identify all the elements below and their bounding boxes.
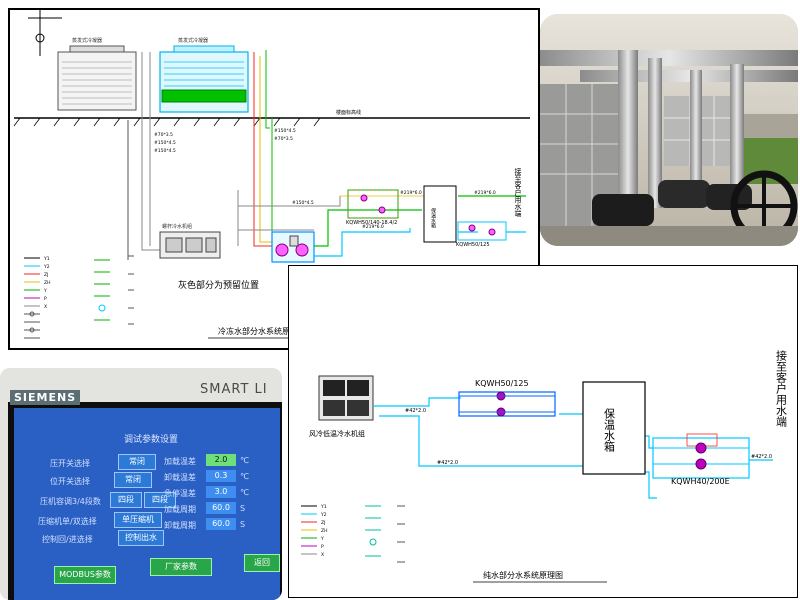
pump-group2-label: KQWH50/125 — [456, 242, 490, 248]
row-label: 压开关选择 — [50, 459, 90, 468]
pipe-label: #219*6.0 — [400, 190, 422, 196]
pump-group-upper: KQWH50/125 — [458, 379, 556, 417]
param-unit: S — [240, 520, 246, 529]
bottom-diagram-title: 纯水部分水系统原理图 — [483, 570, 563, 580]
pump-group1-label: KQWH50/140-18.4/2 — [346, 220, 397, 226]
pump-group2-label: KQWH40/200E — [671, 477, 730, 486]
param-value[interactable]: 60.0 — [206, 502, 236, 514]
param-unit: ℃ — [240, 456, 249, 465]
insulated-tank-pure: 保温水箱 — [582, 381, 646, 475]
hmi-model: SMART LI — [200, 382, 268, 397]
param-value[interactable]: 2.0 — [206, 454, 236, 466]
param-value[interactable]: 0.3 — [206, 470, 236, 482]
param-value[interactable]: 60.0 — [206, 518, 236, 530]
legend-item: Y — [43, 288, 47, 294]
legend-item: ZH — [44, 280, 50, 286]
pipe-label: #70*3.5 — [154, 132, 173, 138]
pure-water-schematic: 风冷低温冷水机组 KQWH50/125 保温水箱 KQWH40/200E 接至客… — [288, 265, 798, 598]
legend-item: P — [44, 296, 47, 302]
unit1-label: 蒸发式冷凝器 — [72, 37, 102, 44]
bottom-side-label: 接至客户用水端 — [775, 350, 788, 428]
evaporative-condenser-1: 蒸发式冷凝器 — [57, 37, 137, 111]
riser-pipes — [127, 50, 273, 260]
param-label: 卸载温差 — [164, 473, 196, 482]
main-chiller — [271, 231, 315, 263]
tank-label: 保温水箱 — [430, 207, 436, 229]
pipe-label: #150*4.5 — [154, 140, 176, 146]
param-label: 加载温差 — [164, 457, 196, 466]
legend-item: Y1 — [43, 256, 50, 262]
supply-pipes — [238, 195, 526, 257]
screen-title: 调试参数设置 — [124, 435, 179, 445]
legend-item: Y2 — [43, 264, 50, 270]
small-unit-label: 螺杆冷水机组 — [162, 223, 192, 230]
legend-item: P — [321, 544, 324, 550]
pump-room-photo — [540, 14, 798, 246]
hmi-screen: 调试参数设置 压开关选择 常闭 位开关选择 常闭 压机容调3/4段数 四段 四段… — [14, 408, 280, 600]
param-label: 加载周期 — [164, 505, 196, 514]
unit-label: 风冷低温冷水机组 — [309, 429, 365, 438]
top-diagram-title: 冷冻水部分水系统原理图 — [218, 326, 306, 336]
param-unit: ℃ — [240, 472, 249, 481]
pipe-label: #70*3.5 — [274, 136, 293, 142]
param-unit: S — [240, 504, 246, 513]
pipe-label: #150*4.5 — [274, 128, 296, 134]
row-button[interactable]: 常闭 — [118, 454, 156, 470]
crosshair-icon — [28, 10, 62, 56]
pipe-label: #42*2.0 — [437, 460, 458, 466]
hmi-panel-photo: SIEMENS SMART LI 调试参数设置 压开关选择 常闭 位开关选择 常… — [0, 368, 282, 600]
row-button[interactable]: 单压缩机 — [114, 512, 162, 528]
pump-group-2: KQWH50/125 — [456, 221, 507, 248]
pipe-label: #42*2.0 — [751, 454, 772, 460]
pipe-size-labels: #70*3.5 #150*4.5 #150*4.5 #150*4.5 #70*3… — [154, 128, 496, 230]
param-unit: ℃ — [240, 488, 249, 497]
legend-item: ZJ — [44, 272, 48, 278]
row-label: 压机容调3/4段数 — [40, 497, 101, 506]
siemens-logo: SIEMENS — [10, 390, 81, 405]
modbus-button[interactable]: MODBUS参数 — [54, 566, 116, 584]
legend: Y1 Y2 ZJ ZH Y P X — [24, 255, 134, 339]
air-cooled-chiller: 风冷低温冷水机组 — [309, 375, 374, 438]
screw-chiller-unit: 螺杆冷水机组 — [159, 223, 221, 259]
row-button[interactable]: 常闭 — [114, 472, 152, 488]
legend-item: X — [321, 552, 324, 558]
row-label: 控制回/进选择 — [42, 535, 93, 544]
legend-item: Y1 — [320, 504, 327, 510]
factory-params-button[interactable]: 厂家参数 — [150, 558, 212, 576]
pipe-size-labels: #42*2.0 #42*2.0 #42*2.0 — [405, 408, 772, 466]
legend-item: ZJ — [321, 520, 325, 526]
top-side-label: 接至客户用水端 — [514, 167, 522, 218]
legend-item: X — [44, 304, 47, 310]
param-label: 卸载周期 — [164, 521, 196, 530]
unit2-label: 蒸发式冷凝器 — [178, 37, 208, 44]
evaporative-condenser-2: 蒸发式冷凝器 — [159, 37, 249, 113]
legend-item: ZH — [321, 528, 327, 534]
reserved-note: 灰色部分为预留位置 — [178, 279, 259, 291]
pump-group-label: KQWH50/125 — [475, 379, 529, 388]
row-label: 位开关选择 — [50, 477, 90, 486]
pipe-label: #42*2.0 — [405, 408, 426, 414]
param-value[interactable]: 3.0 — [206, 486, 236, 498]
pipe-label: #219*6.0 — [474, 190, 496, 196]
roof-label: 楼面标高线 — [336, 109, 361, 116]
back-button[interactable]: 返回 — [244, 554, 280, 572]
chilled-water-schematic: 蒸发式冷凝器 蒸发式冷凝器 楼面标高线 — [8, 8, 540, 350]
pipe-label: #150*4.5 — [292, 200, 314, 206]
pipe-label: #150*4.5 — [154, 148, 176, 154]
pipe-label: #219*6.0 — [362, 224, 384, 230]
tank-label: 保温水箱 — [603, 407, 616, 453]
row-button[interactable]: 四段 — [110, 492, 142, 508]
legend-item: Y — [320, 536, 324, 542]
legend-item: Y2 — [320, 512, 327, 518]
param-label: 急停温差 — [164, 489, 196, 498]
pump-group-lower: KQWH40/200E — [652, 433, 750, 486]
row-button[interactable]: 控制出水 — [118, 530, 164, 546]
row-button[interactable]: 四段 — [144, 492, 176, 508]
pump-group-1: KQWH50/140-18.4/2 — [346, 189, 399, 226]
row-label: 压缩机单/双选择 — [38, 517, 97, 526]
insulated-tank: 保温水箱 — [423, 185, 457, 243]
legend: Y1 Y2 ZJ ZH Y P X — [301, 504, 405, 563]
